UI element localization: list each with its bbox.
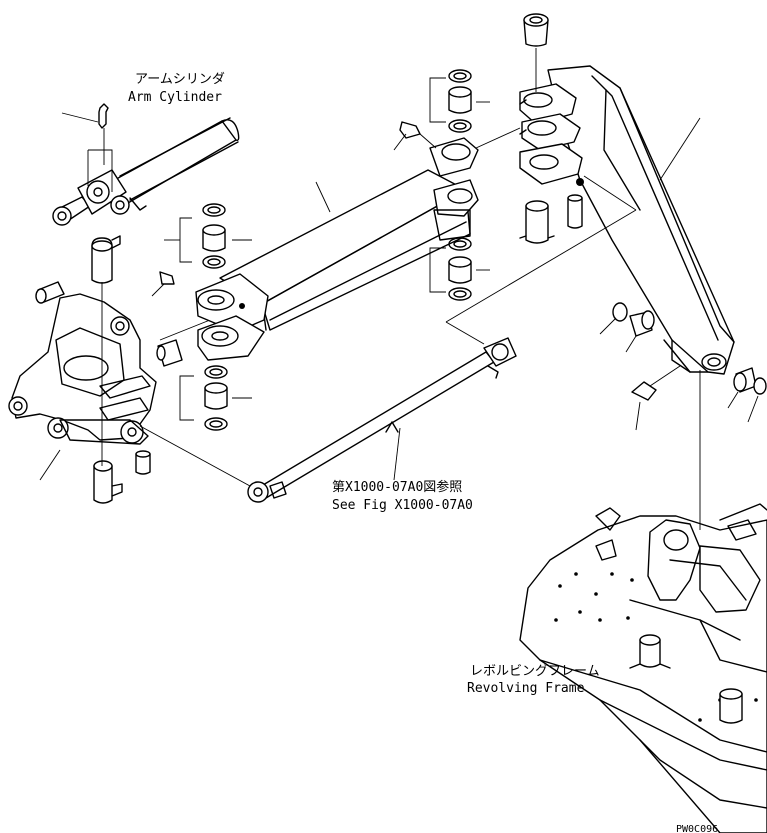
revolving-frame-label-en: Revolving Frame <box>467 681 585 696</box>
arm-cylinder-label-en: Arm Cylinder <box>128 90 222 105</box>
bushing-stack-4 <box>429 237 490 301</box>
revolving-frame <box>519 503 767 833</box>
boom-section <box>151 121 521 361</box>
boom-bracket <box>8 235 251 504</box>
boom-arm <box>519 13 767 530</box>
bushing-stack-2 <box>179 365 252 431</box>
bushing-stack-3 <box>429 69 490 133</box>
arm-cylinder <box>52 103 240 226</box>
see-fig-label-jp: 第X1000-07A0図参照 <box>332 479 462 495</box>
bushing-stack-1 <box>164 203 252 269</box>
connecting-rod <box>247 209 637 503</box>
drawing-code: PW0C096 <box>676 824 718 833</box>
see-fig-label-en: See Fig X1000-07A0 <box>332 498 473 513</box>
arm-cylinder-label-jp: アームシリンダ <box>135 72 225 87</box>
